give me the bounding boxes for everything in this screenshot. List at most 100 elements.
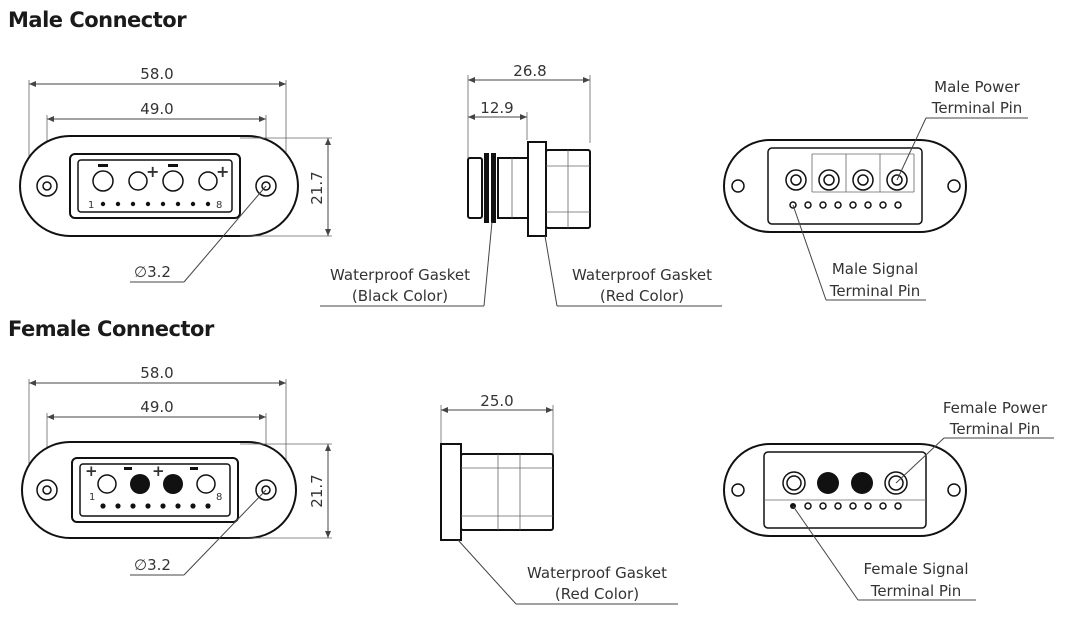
male-rear-hole-left — [731, 179, 745, 193]
female-power-socket-3 — [163, 474, 183, 494]
minus-mark — [98, 164, 108, 167]
female-power-socket-1 — [97, 474, 117, 494]
male-power-leader — [896, 117, 927, 181]
female-signal-socket — [205, 503, 211, 509]
female-signal-socket — [175, 503, 181, 509]
female-rear-housing — [763, 451, 927, 529]
male-signal-pin — [100, 201, 106, 207]
female-rear-signal-socket — [849, 502, 857, 510]
female-rear-signal-socket — [804, 502, 812, 510]
arrowhead — [279, 380, 286, 386]
female-power-socket-4 — [196, 474, 216, 494]
plus-mark: + — [216, 162, 229, 181]
male-rear-signal-pin — [879, 201, 887, 209]
female-rear-power-socket-core — [786, 475, 802, 491]
male-signal-pin — [190, 201, 196, 207]
female-rear-signal-socket — [894, 502, 902, 510]
male-signal-pin-line2: Terminal Pin — [829, 282, 921, 300]
female-rear-hole-right — [947, 483, 961, 497]
pin-label-1: 1 — [88, 200, 94, 211]
female-signal-socket — [160, 503, 166, 509]
male-signal-pin — [160, 201, 166, 207]
female-rear-hole-left — [731, 483, 745, 497]
male-rear-power-pin-core — [790, 174, 802, 186]
female-signal-socket — [130, 503, 136, 509]
female-dim-25: 25.0 — [480, 392, 513, 410]
female-gasket-red-line1: Waterproof Gasket — [527, 564, 667, 582]
male-side-flange — [527, 141, 547, 237]
male-side-view: 26.8 12.9 Waterproof Gasket (Black Color… — [320, 62, 722, 307]
male-side-gasket-ring — [484, 153, 489, 223]
arrowhead — [441, 407, 448, 413]
female-side-flange — [440, 443, 462, 541]
female-dim-hole: ∅3.2 — [134, 556, 171, 574]
plus-mark: + — [85, 462, 98, 480]
male-dim-58: 58.0 — [140, 65, 173, 83]
male-power-pin-1 — [92, 170, 114, 192]
male-rear-hole-right — [947, 179, 961, 193]
female-rear-view: Female Power Terminal Pin Female Signal … — [723, 399, 1054, 601]
male-rear-signal-pin — [834, 201, 842, 209]
arrowhead — [47, 414, 54, 420]
female-connector-title: Female Connector — [8, 317, 214, 341]
female-signal-socket — [115, 503, 121, 509]
plus-mark: + — [152, 462, 165, 480]
male-signal-pin — [145, 201, 151, 207]
female-power-pin-line1: Female Power — [943, 399, 1048, 417]
female-housing-inner — [79, 463, 231, 517]
male-power-pin-line1: Male Power — [934, 78, 1020, 96]
arrowhead — [468, 77, 475, 83]
male-rear-view: Male Power Terminal Pin Male Signal Term… — [723, 78, 1028, 301]
female-rear-signal-socket — [864, 502, 872, 510]
male-housing-inner — [77, 159, 233, 213]
male-side-gasket-ring — [491, 153, 496, 223]
male-signal-pin — [175, 201, 181, 207]
female-rear-signal-socket — [879, 502, 887, 510]
female-signal-pin-line1: Female Signal — [863, 560, 968, 578]
male-signal-leader — [792, 204, 827, 301]
male-power-pin-line2: Terminal Pin — [931, 99, 1023, 117]
male-gasket-black-line2: (Black Color) — [352, 287, 448, 305]
minus-mark — [168, 164, 178, 167]
arrowhead — [325, 531, 331, 538]
female-hole-leader — [183, 489, 267, 576]
arrowhead — [325, 138, 331, 145]
female-gasket-leader — [457, 539, 517, 605]
male-side-gasket-black — [467, 157, 483, 219]
pin-label-1: 1 — [89, 492, 95, 503]
female-rear-signal-socket — [819, 502, 827, 510]
male-rear-signal-pin — [864, 201, 872, 209]
male-dim-129: 12.9 — [480, 99, 513, 117]
arrowhead — [520, 114, 527, 120]
arrowhead — [325, 229, 331, 236]
male-dim-268: 26.8 — [513, 62, 546, 80]
male-rear-signal-pin — [804, 201, 812, 209]
arrowhead — [47, 116, 54, 122]
male-rear-power-pin-core — [857, 174, 869, 186]
female-signal-socket — [100, 503, 106, 509]
gasket-red-leader — [544, 235, 558, 307]
female-signal-pin-line2: Terminal Pin — [870, 582, 962, 600]
female-dim-49: 49.0 — [140, 398, 173, 416]
male-side-body — [497, 157, 529, 219]
male-rear-signal-pin — [819, 201, 827, 209]
male-gasket-red-line2: (Red Color) — [600, 287, 684, 305]
arrowhead — [259, 414, 266, 420]
female-rear-signal-socket — [834, 502, 842, 510]
male-front-view: 58.0 49.0 + + 1 8 — [19, 65, 332, 283]
female-side-body — [460, 453, 554, 531]
arrowhead — [279, 81, 286, 87]
male-signal-pin — [130, 201, 136, 207]
arrowhead — [325, 444, 331, 451]
arrowhead — [583, 77, 590, 83]
pin-label-8: 8 — [216, 200, 222, 211]
male-rear-power-pin-core — [823, 174, 835, 186]
female-power-leader — [895, 437, 945, 484]
male-power-pin-3 — [162, 170, 184, 192]
minus-mark — [124, 467, 132, 470]
minus-mark — [190, 467, 198, 470]
female-rear-power-socket — [817, 472, 839, 494]
female-signal-socket — [145, 503, 151, 509]
male-gasket-black-line1: Waterproof Gasket — [330, 266, 470, 284]
